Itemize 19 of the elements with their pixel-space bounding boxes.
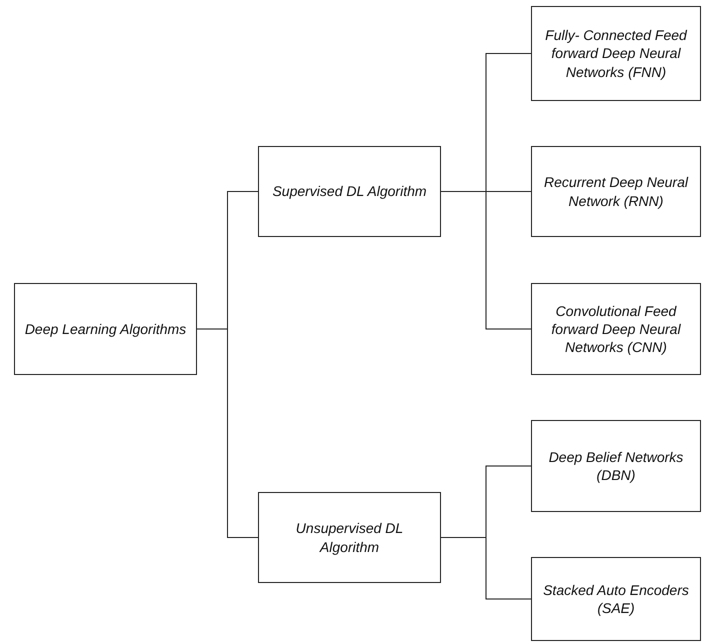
- node-label: Recurrent Deep Neural Network (RNN): [543, 173, 690, 210]
- connector-line: [440, 537, 532, 600]
- process-box: [531, 146, 701, 237]
- node-label: Supervised DL Algorithm: [272, 182, 427, 201]
- process-box: [14, 283, 197, 375]
- connector-line: [196, 328, 258, 538]
- process-box: [531, 557, 701, 641]
- node-label: Fully- Connected Feed forward Deep Neural Networks (FNN): [544, 26, 688, 81]
- connector-line: [440, 191, 532, 330]
- node-label: Deep Belief Networks (DBN): [548, 448, 684, 484]
- node-label: Deep Learning Algorithms: [24, 320, 186, 338]
- process-box: [531, 283, 701, 375]
- process-box: [531, 420, 701, 512]
- node-label: Unsupervised DL Algorithm: [294, 519, 404, 556]
- process-box: [258, 492, 441, 583]
- node-label: Stacked Auto Encoders (SAE): [542, 580, 690, 618]
- process-box: [258, 146, 441, 237]
- node-label: Convolutional Feed forward Deep Neural Networks (CNN): [550, 302, 682, 356]
- process-box: [531, 6, 701, 101]
